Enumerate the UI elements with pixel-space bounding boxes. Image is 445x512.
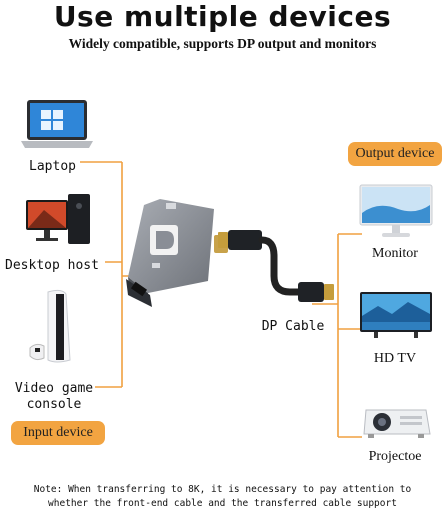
input-device-tag: Input device: [11, 421, 105, 445]
monitor-label: Monitor: [372, 246, 418, 261]
game-console-icon: [29, 289, 71, 363]
hd-tv-label: HD TV: [373, 351, 417, 366]
laptop-label: Laptop: [29, 159, 76, 174]
output-device-tag: Output device: [348, 142, 442, 166]
desktop-host-label: Desktop host: [5, 258, 99, 273]
note-line-2: whether the front-end cable and the tran…: [48, 498, 397, 509]
note-text: Note: When transferring to 8K, it is nec…: [0, 483, 445, 511]
monitor-icon: [359, 184, 433, 237]
console-label-line1: Video game: [14, 381, 94, 396]
laptop-icon: [21, 100, 93, 148]
projector-icon: [363, 409, 431, 438]
dp-cable-icon: [218, 230, 334, 302]
desktop-pc-icon: [26, 194, 90, 244]
console-label-line2: console: [26, 397, 82, 412]
tv-icon: [360, 292, 432, 338]
projector-label: Projectoe: [368, 449, 422, 464]
page-subtitle: Widely compatible, supports DP output an…: [68, 36, 377, 51]
note-line-1: Note: When transferring to 8K, it is nec…: [33, 484, 412, 495]
page-title: Use multiple devices: [53, 0, 392, 33]
dp-cable-label: DP Cable: [261, 319, 325, 334]
